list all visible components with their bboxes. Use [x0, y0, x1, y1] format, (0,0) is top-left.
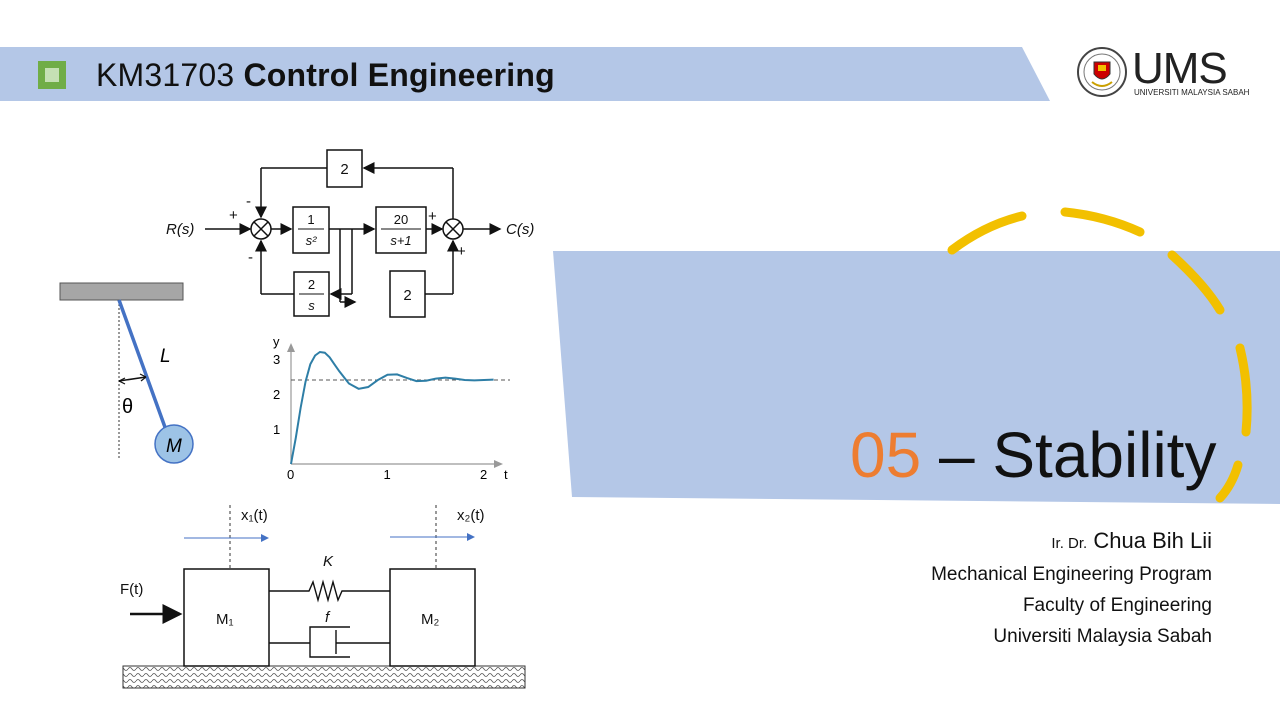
force-label: F(t) — [120, 581, 143, 598]
pendulum-mass-label: M — [166, 436, 182, 457]
header-band — [0, 47, 1050, 101]
block-numerator: 2 — [308, 277, 315, 292]
block-diagram: R(s) C(s) + - - + + 2 1 s² 20 s+1 2 s 2 — [166, 149, 534, 318]
block-value: 2 — [403, 287, 411, 304]
course-title: KM31703 Control Engineering — [96, 57, 555, 94]
sign-plus: + — [457, 243, 466, 260]
block-denominator: s² — [306, 233, 318, 248]
lecture-name: Stability — [992, 419, 1217, 491]
mass-2-label: M₂ — [421, 611, 439, 628]
x-tick-label: 1 — [384, 467, 391, 482]
pendulum-diagram: L θ M — [59, 282, 194, 464]
block-denominator: s — [308, 298, 315, 313]
spring-label: K — [323, 553, 334, 570]
response-curve — [290, 350, 494, 465]
lecture-number: 05 — [850, 419, 922, 491]
course-code: KM31703 — [96, 57, 235, 93]
x-axis-label: t — [504, 467, 508, 482]
university-crest-icon — [1077, 47, 1127, 97]
y-axis-label: y — [273, 334, 280, 349]
mass-1 — [183, 568, 270, 667]
step-response-chart: y t 0 1 2 1 2 3 — [273, 334, 510, 482]
author-name-line: Ir. Dr. Chua Bih Lii — [1051, 528, 1212, 554]
title-separator: – — [921, 419, 993, 491]
course-name: Control Engineering — [243, 57, 555, 93]
block-value: 2 — [340, 161, 348, 178]
damper — [269, 626, 390, 658]
damper-label: f — [325, 609, 331, 626]
x2-label: x₂(t) — [457, 507, 484, 524]
logo-subtext: UNIVERSITI MALAYSIA SABAH — [1134, 88, 1250, 97]
mass-1-label: M₁ — [216, 611, 234, 628]
block-denominator: s+1 — [390, 233, 411, 248]
pendulum-length-label: L — [160, 346, 171, 367]
x1-label: x₁(t) — [241, 507, 268, 524]
sign-minus: - — [248, 249, 253, 266]
author-faculty: Faculty of Engineering — [1022, 595, 1212, 616]
pendulum-angle-label: θ — [122, 396, 133, 418]
y-tick-label: 3 — [273, 352, 280, 367]
mass-2 — [389, 568, 476, 667]
sign-plus: + — [428, 208, 437, 225]
sign-minus: - — [246, 193, 251, 210]
lecture-title: 05 – Stability — [850, 418, 1216, 492]
author-university: Universiti Malaysia Sabah — [993, 626, 1212, 647]
mass-spring-damper-diagram: F(t) x₁(t) x₂(t) K f M₁ M₂ — [120, 505, 526, 689]
block-g2 — [375, 206, 427, 254]
x-tick-label: 2 — [480, 467, 487, 482]
course-bullet-icon — [38, 61, 66, 89]
y-tick-label: 1 — [273, 422, 280, 437]
y-tick-label: 2 — [273, 387, 280, 402]
sign-plus: + — [229, 207, 238, 224]
block-numerator: 20 — [394, 212, 408, 227]
spring — [269, 579, 390, 603]
block-g1 — [292, 206, 330, 254]
ground — [122, 665, 526, 689]
block-numerator: 1 — [307, 212, 314, 227]
author-name: Chua Bih Lii — [1093, 528, 1212, 553]
input-label: R(s) — [166, 221, 194, 238]
logo-text: UMS — [1132, 44, 1228, 93]
author-prefix: Ir. Dr. — [1051, 535, 1088, 552]
x-tick-label: 0 — [287, 467, 294, 482]
author-program: Mechanical Engineering Program — [931, 564, 1212, 585]
output-label: C(s) — [506, 221, 534, 238]
